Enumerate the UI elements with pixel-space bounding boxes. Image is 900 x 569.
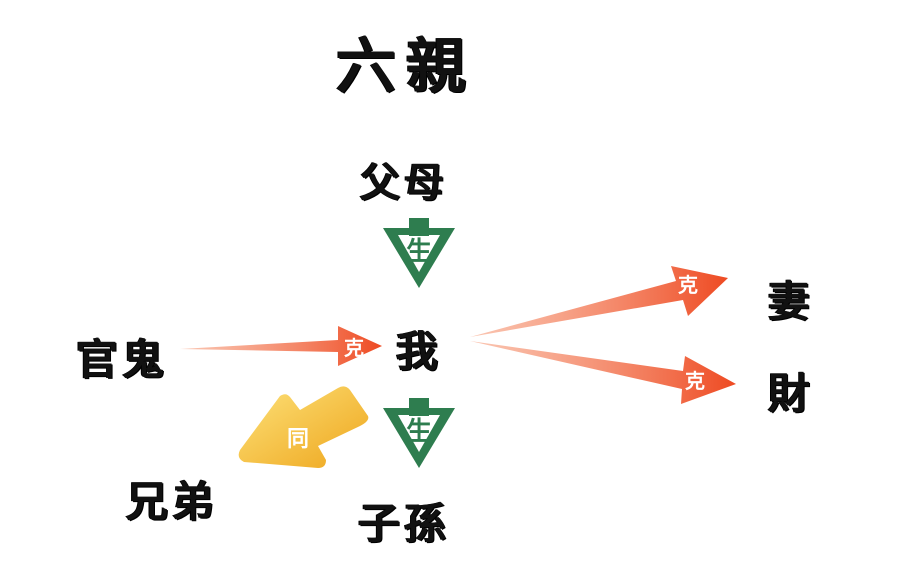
sheng-arrow-bottom: 生 bbox=[383, 398, 455, 468]
sheng-label-bottom: 生 bbox=[406, 417, 432, 447]
node-cai: 財 bbox=[768, 369, 815, 418]
ke-label-guangui: 克 bbox=[344, 336, 364, 360]
ke-arrow-guangui: 克 bbox=[180, 326, 382, 366]
sheng-label-top: 生 bbox=[406, 237, 432, 267]
diagram-title: 六親 bbox=[336, 32, 476, 102]
ke-arrow-qi: 克 bbox=[470, 266, 728, 337]
node-fumu: 父母 bbox=[360, 159, 448, 206]
node-qi: 妻 bbox=[768, 277, 815, 326]
node-wo: 我 bbox=[396, 327, 443, 376]
ke-label-qi: 克 bbox=[678, 273, 698, 297]
node-zisun: 子孫 bbox=[358, 499, 451, 548]
node-guangui: 官鬼 bbox=[76, 335, 169, 384]
node-xiongdi: 兄弟 bbox=[126, 477, 219, 526]
tong-arrow: 同 bbox=[238, 386, 369, 468]
ke-arrow-cai: 克 bbox=[470, 341, 736, 404]
tong-label: 同 bbox=[287, 426, 309, 452]
sheng-arrow-top: 生 bbox=[383, 218, 455, 288]
ke-label-cai: 克 bbox=[685, 369, 705, 393]
